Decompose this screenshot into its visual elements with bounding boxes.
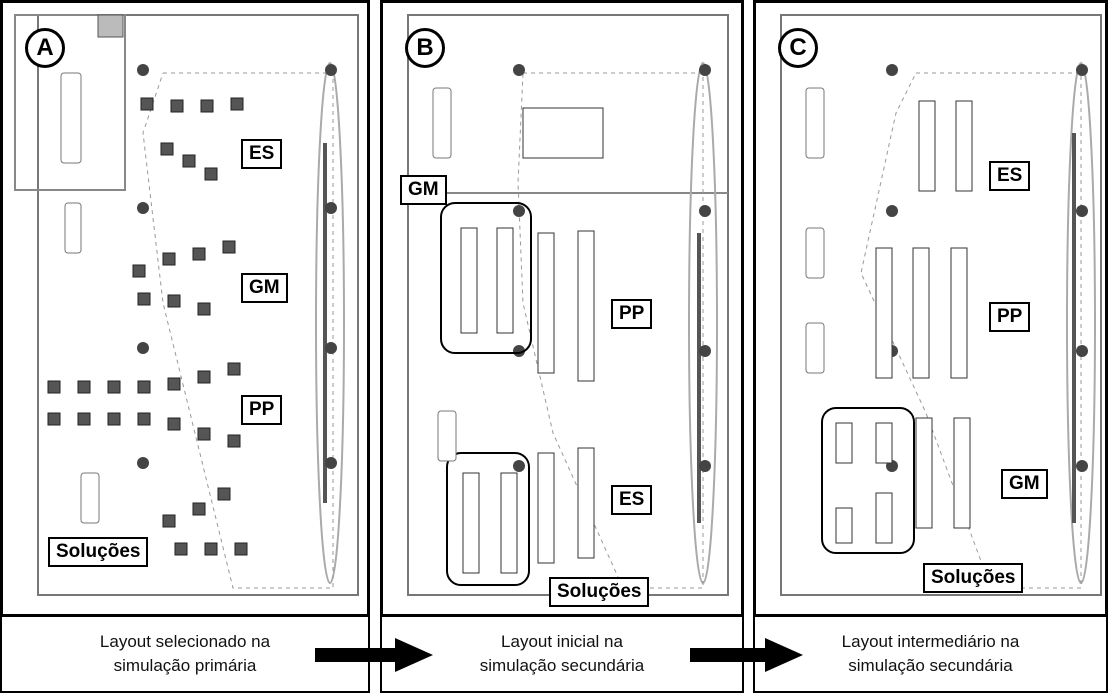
panel-letter-a: A	[25, 28, 65, 68]
panel-a: A ES GM PP Soluções	[0, 0, 370, 617]
label-es: ES	[611, 485, 653, 515]
label-gm: GM	[241, 273, 288, 303]
label-pp: PP	[611, 299, 653, 329]
floorplan-c	[780, 14, 1102, 596]
caption-c: Layout intermediário na simulação secund…	[753, 617, 1108, 693]
label-gm: GM	[400, 175, 447, 205]
label-es: ES	[241, 139, 283, 169]
label-solucoes: Soluções	[923, 563, 1024, 593]
floorplan-b	[407, 14, 729, 596]
arrow-right-icon	[690, 638, 803, 672]
panel-b: B GM PP ES Soluções	[380, 0, 744, 617]
label-pp: PP	[241, 395, 283, 425]
floorplan-a	[14, 14, 359, 596]
panel-letter-b: B	[405, 28, 445, 68]
panel-letter-c: C	[778, 28, 818, 68]
label-solucoes: Soluções	[48, 537, 149, 567]
panel-c: C ES PP GM Soluções	[753, 0, 1108, 617]
caption-b: Layout inicial na simulação secundária	[380, 617, 744, 693]
label-es: ES	[989, 161, 1031, 191]
caption-a: Layout selecionado na simulação primária	[0, 617, 370, 693]
label-solucoes: Soluções	[549, 577, 650, 607]
label-pp: PP	[989, 302, 1031, 332]
label-gm: GM	[1001, 469, 1048, 499]
arrow-right-icon	[315, 638, 433, 672]
